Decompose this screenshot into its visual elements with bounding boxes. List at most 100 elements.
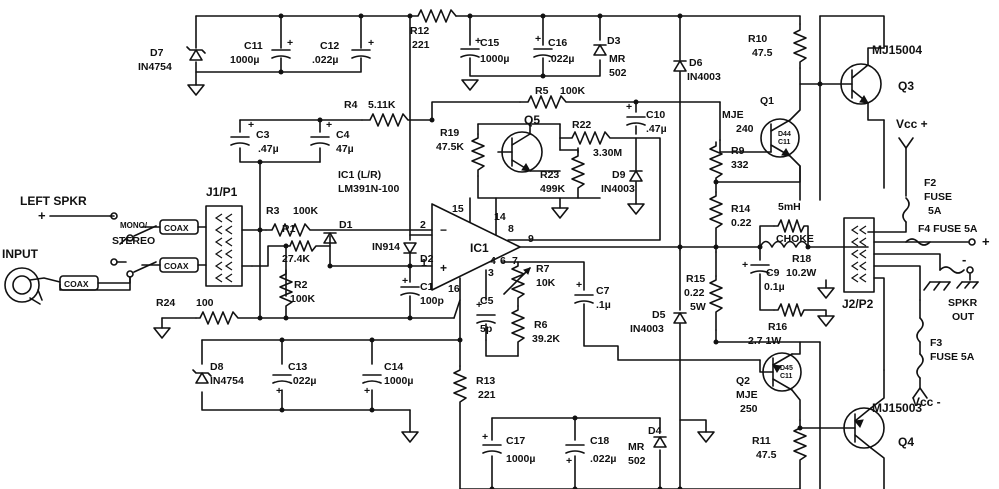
- c11-value: 1000µ: [230, 54, 259, 66]
- c12-label: C12: [320, 40, 339, 52]
- ground-bus: R24 100: [153, 297, 455, 339]
- r10-value: 47.5: [752, 47, 773, 59]
- mono-label: MONO/: [120, 221, 148, 230]
- c1-capacitor: + C1 100p: [400, 265, 444, 319]
- r15-label: R15: [686, 273, 705, 285]
- f4-plus: +: [982, 234, 990, 249]
- q2-type-2: 250: [740, 403, 758, 415]
- c1-value: 100p: [420, 295, 444, 307]
- q4-part: MJ15003: [872, 401, 922, 415]
- d8-zener: D8 IN4754: [192, 361, 244, 387]
- d1-value: IN914: [372, 241, 400, 253]
- r23-value: 499K: [540, 183, 566, 195]
- r12-resistor: R12 221: [409, 9, 457, 51]
- pin-1: 1: [421, 257, 427, 269]
- r15-watts: 5W: [690, 301, 706, 313]
- r6-label: R6: [534, 319, 548, 331]
- plus-mark: +: [535, 33, 541, 45]
- d2-label: D2: [420, 253, 434, 265]
- ic1-label: IC1: [470, 241, 489, 255]
- q4-transistor: MJ15003 Q4: [799, 369, 922, 489]
- j2-label: J2/P2: [842, 297, 874, 311]
- ic1-plus: +: [440, 261, 447, 275]
- c10-label: C10: [646, 109, 665, 121]
- j1-label: J1/P1: [206, 185, 238, 199]
- d1-diode: D1 IN914: [323, 219, 433, 269]
- plus-mark: +: [248, 119, 254, 131]
- q2-inner-2: C11: [780, 373, 793, 380]
- c7-label: C7: [596, 285, 610, 297]
- j1-p1-connector: J1/P1: [205, 185, 261, 287]
- f4-label: F4 FUSE 5A: [918, 223, 978, 235]
- c17-capacitor: + C17 1000µ: [482, 431, 535, 465]
- q4-label: Q4: [898, 435, 914, 449]
- spkr-label: SPKR: [948, 297, 978, 309]
- r9-resistor: R9 332: [709, 139, 749, 183]
- q3-part: MJ15004: [872, 43, 922, 57]
- pin-6: 6: [500, 255, 506, 267]
- c7-value: .1µ: [596, 299, 611, 311]
- out-label: OUT: [952, 311, 975, 323]
- r19-label: R19: [440, 127, 459, 139]
- c9-label: C9: [766, 267, 780, 279]
- c15-value: 1000µ: [480, 53, 509, 65]
- c11-label: C11: [244, 40, 263, 52]
- r2-label: R2: [294, 279, 308, 291]
- plus-mark: +: [475, 35, 481, 47]
- choke-label: CHOKE: [776, 233, 814, 245]
- q3-transistor: MJ15004 Q3: [819, 15, 922, 201]
- r14-resistor: R14 0.22: [709, 165, 801, 253]
- d6-value: IN4003: [687, 71, 721, 83]
- d2-diode: D2: [403, 234, 434, 269]
- r5-label: R5: [535, 85, 549, 97]
- plus-mark: +: [626, 101, 632, 113]
- pin-2: 2: [420, 219, 426, 231]
- ic1-ref: IC1 (L/R): [338, 169, 381, 181]
- plus-mark: +: [276, 385, 282, 397]
- r11-label: R11: [752, 435, 771, 447]
- c4-label: C4: [336, 129, 350, 141]
- spkr-minus: -: [962, 252, 966, 267]
- c10-capacitor: + C10 .47µ: [626, 99, 667, 135]
- left-speaker-plus: +: [38, 208, 46, 223]
- d3-value-2: 502: [609, 67, 627, 79]
- r24-value: 100: [196, 297, 214, 309]
- r18-label: R18: [792, 253, 811, 265]
- d3-diode: D3 MR 502: [593, 35, 627, 79]
- f3-label: F3: [930, 337, 942, 349]
- c7-capacitor: + C7 .1µ: [574, 279, 761, 361]
- stereo-label: STEREO: [112, 235, 155, 247]
- r24-label: R24: [156, 297, 175, 309]
- q2-type-1: MJE: [736, 389, 758, 401]
- f2-label: F2: [924, 177, 936, 189]
- c15-capacitor: + C15 1000µ: [460, 35, 509, 91]
- bottom-rail: [459, 415, 801, 489]
- r14-label: R14: [731, 203, 750, 215]
- r14-value: 0.22: [731, 217, 752, 229]
- vcc-plus-label: Vcc +: [896, 117, 928, 131]
- pin-14: 14: [494, 211, 506, 223]
- r6-value: 39.2K: [532, 333, 560, 345]
- d8-label: D8: [210, 361, 224, 373]
- d7-value: IN4754: [138, 61, 172, 73]
- r9-value: 332: [731, 159, 749, 171]
- r1-label: R1: [282, 223, 296, 235]
- c13-capacitor: + C13 .022µ: [272, 361, 317, 397]
- pin-15: 15: [452, 203, 464, 215]
- d3-value-1: MR: [609, 53, 626, 65]
- r15-resistor: R15 0.22 5W: [684, 251, 723, 331]
- vcc-plus-terminal: Vcc +: [896, 117, 928, 197]
- q5-transistor: Q5: [497, 113, 543, 173]
- c18-value: .022µ: [590, 453, 617, 465]
- d1-label: D1: [339, 219, 353, 231]
- d7-label: D7: [150, 47, 164, 59]
- pin-8: 8: [508, 223, 514, 235]
- q1-type-2: 240: [736, 123, 754, 135]
- r16-label: R16: [768, 321, 787, 333]
- lower-rail: [201, 337, 463, 443]
- r16-resistor: R16 2.7 1W: [748, 279, 835, 347]
- f3-value: FUSE 5A: [930, 351, 975, 363]
- d8-value: IN4754: [210, 375, 244, 387]
- coax-2-label: COAX: [164, 261, 189, 271]
